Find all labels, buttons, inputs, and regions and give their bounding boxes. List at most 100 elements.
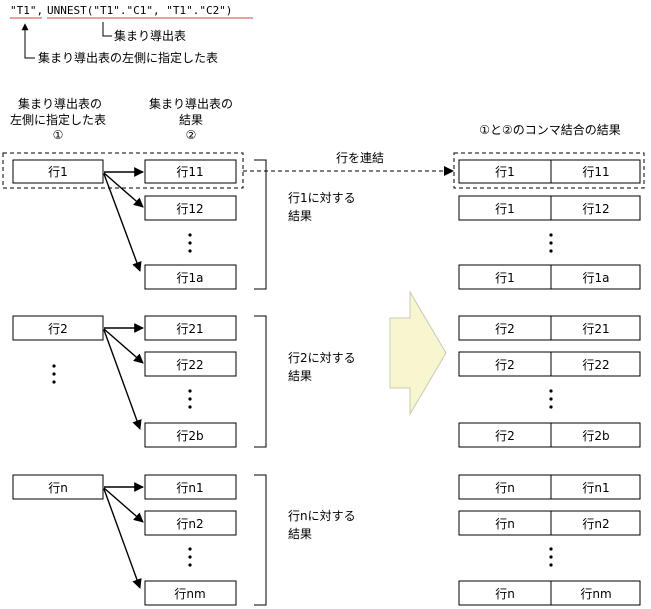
- result-row-box: [144, 195, 237, 221]
- header-left-num: ①: [53, 128, 64, 142]
- header-result-title: ①と②のコンマ結合の結果: [479, 122, 621, 137]
- map-arrow: [103, 173, 142, 272]
- ellipsis-dot: [188, 405, 192, 409]
- combined-left: 行1: [495, 202, 515, 216]
- ellipsis-dot: [188, 233, 192, 237]
- code-table-ref: "T1",: [10, 4, 43, 17]
- ellipsis-dot: [549, 547, 553, 551]
- combined-right: 行2b: [582, 429, 609, 443]
- connect-arrowhead: [444, 166, 454, 176]
- map-arrow: [103, 488, 142, 589]
- left-row-box: [12, 474, 104, 500]
- combined-right: 行nm: [580, 587, 611, 601]
- left-row-label: 行n: [48, 481, 68, 495]
- combined-left: 行1: [495, 271, 515, 285]
- left-row-box: [12, 159, 104, 184]
- combined-row: [458, 474, 641, 500]
- combined-row: [458, 315, 641, 341]
- result-row-label: 行1a: [177, 271, 204, 285]
- group-label-line2: 結果: [288, 209, 312, 223]
- result-row-label: 行11: [176, 165, 203, 179]
- ellipsis-dot: [52, 364, 56, 368]
- combined-right: 行12: [582, 202, 609, 216]
- left-row-box: [12, 315, 104, 341]
- combined-left: 行n: [495, 587, 515, 601]
- highlight-first-pair: [2, 152, 244, 189]
- group-label-line1: 行1に対する: [288, 191, 356, 205]
- map-arrow: [103, 487, 144, 523]
- group-label-line2: 結果: [288, 527, 312, 541]
- ellipsis-dot: [188, 241, 192, 245]
- combined-left: 行n: [495, 481, 515, 495]
- ellipsis-dot: [52, 372, 56, 376]
- map-arrow: [103, 172, 144, 208]
- result-row-box: [144, 580, 237, 606]
- combined-left: 行2: [495, 358, 515, 372]
- result-row-label: 行nm: [174, 587, 205, 601]
- ellipsis-dot: [188, 555, 192, 559]
- combined-row: [458, 264, 641, 290]
- ellipsis-dot: [188, 389, 192, 393]
- header-right-num: ②: [186, 128, 197, 142]
- result-row-box: [144, 351, 237, 377]
- result-row-box: [144, 315, 237, 341]
- result-row-label: 行n1: [176, 481, 203, 495]
- result-row-box: [144, 159, 237, 184]
- ellipsis-dot: [52, 380, 56, 384]
- combined-left: 行n: [495, 517, 515, 531]
- combined-row: [458, 195, 641, 221]
- label-left-table: 集まり導出表の左側に指定した表: [38, 50, 218, 65]
- big-right-arrow: [389, 290, 447, 416]
- header-right-line2: 結果: [179, 113, 203, 127]
- group-n: 行n 行n1 行n2 行nm 行nに対する 結果 行n 行n1 行n 行n2 行…: [12, 474, 641, 606]
- group-2: 行2 行21 行22 行2b 行2に対する 結果 行2 行21 行2 行22 行…: [12, 315, 641, 448]
- ellipsis-dot: [549, 389, 553, 393]
- combined-row: [458, 351, 641, 377]
- result-row-box: [144, 474, 237, 500]
- result-row-label: 行22: [176, 358, 203, 372]
- ellipsis-dot: [549, 397, 553, 401]
- pointer-derived: [102, 22, 112, 37]
- header-right-line1: 集まり導出表の: [149, 96, 233, 111]
- ellipsis-dot: [188, 397, 192, 401]
- result-row-box: [144, 422, 237, 448]
- ellipsis-dot: [549, 241, 553, 245]
- ellipsis-dot: [549, 555, 553, 559]
- combined-right: 行22: [582, 358, 609, 372]
- combined-right: 行n1: [582, 481, 609, 495]
- combined-row: [458, 159, 641, 184]
- code-unnest-expression: UNNEST("T1"."C1", "T1"."C2"): [47, 4, 232, 17]
- group-label-line1: 行2に対する: [288, 351, 356, 365]
- left-row-label: 行1: [48, 165, 68, 179]
- combined-left: 行2: [495, 429, 515, 443]
- combined-left: 行1: [495, 165, 515, 179]
- pointer-left: [24, 52, 35, 59]
- group-bracket: [254, 159, 267, 290]
- map-arrow: [103, 329, 142, 430]
- ellipsis-dot: [188, 547, 192, 551]
- combined-row: [458, 580, 641, 606]
- ellipsis-dot: [549, 405, 553, 409]
- group-label-line1: 行nに対する: [288, 509, 356, 523]
- left-row-label: 行2: [48, 322, 68, 336]
- group-bracket: [254, 315, 267, 448]
- result-row-box: [144, 264, 237, 290]
- header-left-line1: 集まり導出表の: [18, 96, 102, 111]
- combined-right: 行21: [582, 322, 609, 336]
- highlight-first-result: [453, 152, 645, 189]
- combined-row: [458, 510, 641, 536]
- result-row-box: [144, 510, 237, 536]
- ellipsis-dot: [188, 249, 192, 253]
- map-arrow: [103, 328, 144, 364]
- combined-right: 行1a: [583, 271, 610, 285]
- connect-label: 行を連結: [336, 151, 384, 165]
- combined-row: [458, 422, 641, 448]
- result-row-label: 行12: [176, 202, 203, 216]
- combined-right: 行n2: [582, 517, 609, 531]
- ellipsis-dot: [549, 233, 553, 237]
- ellipsis-dot: [188, 563, 192, 567]
- combined-left: 行2: [495, 322, 515, 336]
- combined-right: 行11: [582, 165, 609, 179]
